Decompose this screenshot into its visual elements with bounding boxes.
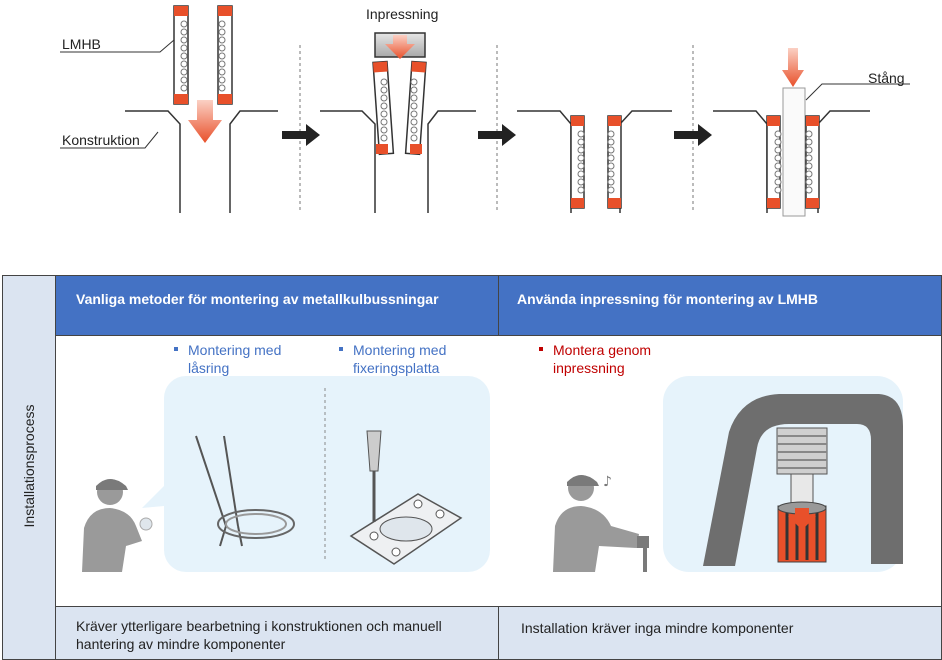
col2-footer: Installation kräver inga mindre komponen… [499,606,941,659]
step2-bushing [372,60,427,156]
step1-housing [125,110,278,213]
col1-header: Vanliga metoder för montering av metallk… [56,276,499,336]
bullet-fixeringsplatta-line2: fixeringsplatta [353,360,440,376]
lmhb-label: LMHB [62,36,101,52]
col1-footer: Kräver ytterligare bearbetning i konstru… [56,606,499,659]
shaft-leader-line [805,83,910,101]
fixing-plate-icon [349,430,463,565]
shaft [782,87,806,217]
col2-header: Använda inpressning för montering av LMH… [499,276,941,336]
arbor-press-icon [703,394,903,566]
bullet-square [339,347,343,351]
col1-footer-line2: hantering av mindre komponenter [76,636,286,652]
step-arrows [282,124,712,146]
worker-icon: ♪ [553,474,649,572]
bullet-lasring-line1: Montering med [188,342,282,358]
col2-footer-text: Installation kräver inga mindre komponen… [521,620,794,636]
illustration-backdrop [164,376,490,572]
inpressning-label: Inpressning [366,6,439,22]
bullet-inpressning-line2: inpressning [553,360,625,376]
bullet-inpressning-line1: Montera genom [553,342,652,358]
row-header: Installationsprocess [21,404,37,528]
bullet-fixeringsplatta: Montering med fixeringsplatta [339,341,446,377]
step4-bushing [766,115,820,209]
worker-icon [82,479,153,572]
installation-sequence-diagram [60,5,910,217]
step3-housing [517,110,672,213]
step3-bushing [570,115,622,209]
step1-leader-lines [60,39,175,149]
svg-text:♪: ♪ [603,474,612,490]
step-separators [299,45,694,210]
step1-bushing [173,5,233,105]
col2-illustration: ♪ [553,376,903,572]
bullet-fixeringsplatta-line1: Montering med [353,342,447,358]
bullet-lasring-line2: låsring [188,360,230,376]
col1-body: Montering med låsring Montering med fixe… [56,336,500,606]
step1-insert-arrow [188,100,222,143]
speech-pointer [142,486,164,508]
row-header-cell: Installationsprocess [3,276,56,659]
step2-housing [320,110,476,213]
col2-body: Montera genom inpressning ♪ [499,336,941,606]
stang-label: Stång [868,70,905,86]
bullet-inpressning: Montera genom inpressning [539,341,651,377]
press-arrow [385,35,415,59]
snap-ring-pliers-icon [195,435,295,547]
shaft-arrow [782,48,804,87]
col1-illustration [82,376,490,572]
bullet-square [174,347,178,351]
bullet-lasring: Montering med låsring [174,341,281,377]
comparison-table: Installationsprocess Vanliga metoder för… [2,275,942,660]
col1-footer-line1: Kräver ytterligare bearbetning i konstru… [76,618,442,634]
konstruktion-label: Konstruktion [62,132,140,148]
bullet-square [539,347,543,351]
